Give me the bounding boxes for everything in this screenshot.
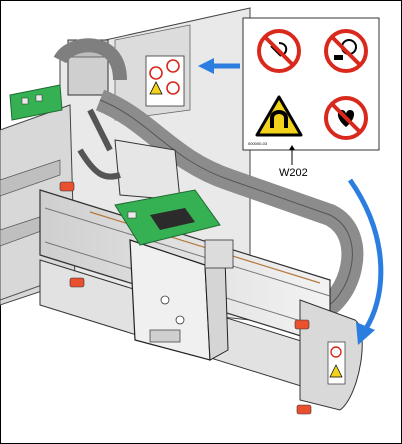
warning-signs-panel — [242, 17, 380, 151]
left-pcb-board — [9, 84, 63, 121]
callout-code-label: W202 — [279, 167, 308, 179]
small-warning-label — [145, 55, 185, 107]
callout-fine-print: 000000-03 — [248, 141, 268, 146]
no-watch-icon — [324, 29, 368, 73]
cable-tower — [53, 38, 127, 96]
bumpers — [59, 181, 312, 415]
blue-arrow-curved — [347, 178, 384, 345]
magnetic-field-warning-icon — [255, 95, 303, 137]
upper-head — [77, 108, 181, 201]
no-implant-icon — [324, 96, 368, 140]
end-cap-label — [327, 341, 346, 385]
head-carriage — [129, 239, 229, 361]
blue-arrow-left — [198, 58, 240, 74]
head-pcb-board — [114, 189, 221, 246]
rail-connector — [204, 239, 234, 269]
no-pacemaker-icon — [257, 29, 301, 73]
